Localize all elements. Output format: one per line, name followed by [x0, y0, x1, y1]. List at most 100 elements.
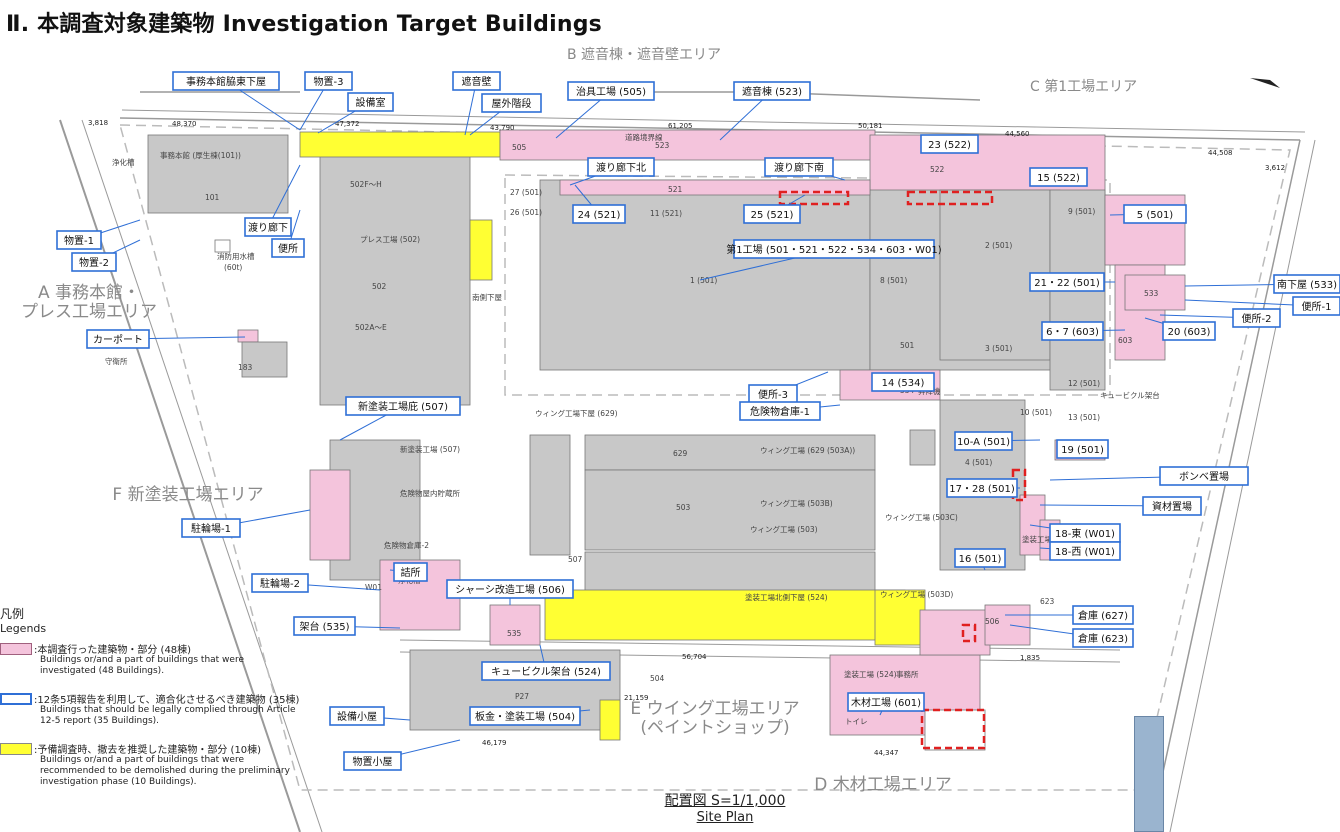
callout-box [251, 573, 309, 593]
callout-label: 詰所 [401, 566, 421, 579]
callout-box [739, 401, 821, 421]
map-label: 507 [568, 555, 583, 564]
callout-label: 駐輪場-2 [260, 577, 300, 590]
dimension-label: 44,560 [1005, 130, 1030, 138]
map-label: 消防用水槽 [217, 251, 255, 261]
callout-box [345, 396, 461, 416]
callout-box [1029, 167, 1088, 187]
callout-label: 設備室 [356, 96, 386, 109]
callout-box [481, 93, 542, 113]
callout-label: 南下屋 (533) [1277, 278, 1337, 291]
callout-box [1159, 466, 1249, 486]
map-label: 南側下屋 [472, 292, 502, 302]
map-label: 535 [507, 629, 522, 638]
red-dashed-mark [906, 190, 994, 206]
callout-box [446, 579, 574, 599]
callout-label: 木材工場 (601) [851, 696, 921, 709]
dimension-label: 48,370 [172, 120, 197, 128]
callout-label: 20 (603) [1168, 327, 1211, 338]
map-label: 事務所 [896, 669, 919, 679]
callout-box [1123, 204, 1187, 224]
map-label: トイレ [845, 717, 868, 726]
legend-swatch-yellow [0, 743, 32, 755]
building-footprint [214, 239, 231, 253]
callout-box [871, 372, 935, 392]
zone-e-label: E ウイング工場エリア (ペイントショップ) [630, 699, 800, 738]
callout-box [1056, 439, 1109, 459]
callout-box [304, 71, 353, 91]
callout-box [847, 692, 925, 712]
map-label: 521 [668, 185, 683, 194]
callout-label: 19 (501) [1061, 445, 1104, 456]
legend: 凡例 Legends :本調査行った建築物・部分 (48棟) Buildings… [0, 605, 300, 787]
building-footprint [924, 709, 986, 751]
map-label: 13 (501) [1068, 413, 1100, 422]
map-label: 502 [372, 282, 387, 291]
caption-jp: 配置図 S=1/1,000 [664, 793, 786, 809]
dimension-label: 3,818 [88, 119, 108, 127]
callout-label: 5 (501) [1137, 210, 1174, 221]
callout-label: 板金・塗装工場 (504) [475, 710, 575, 723]
callout-box [1049, 541, 1121, 561]
map-label: 4 (501) [965, 458, 992, 467]
plan-caption: 配置図 S=1/1,000 Site Plan [640, 790, 810, 825]
map-label: 道路境界線 [625, 132, 663, 142]
callout-label: 24 (521) [578, 210, 621, 221]
callout-box [1292, 296, 1340, 316]
map-label: 事務本館 (厚生棟(101)) [160, 150, 241, 160]
callout-label: 物置小屋 [353, 755, 393, 768]
building-footprint [147, 134, 289, 214]
legend-item-en: Buildings or/and a part of buildings tha… [40, 655, 244, 676]
callout-label: 16 (501) [959, 554, 1002, 565]
building-footprint [599, 699, 621, 741]
dimension-label: 21,159 [624, 694, 649, 702]
callout-box [587, 157, 655, 177]
dimension-label: 1,835 [1020, 654, 1040, 662]
callout-box [86, 329, 150, 349]
callout-label: 21・22 (501) [1034, 278, 1100, 289]
callout-box [329, 706, 385, 726]
dimension-label: 46,179 [482, 739, 507, 747]
map-label: 629 [673, 449, 688, 458]
map-label: 11 (521) [650, 209, 682, 218]
map-label: 1 (501) [690, 276, 717, 285]
road-line [81, 119, 323, 832]
callout-label: 新塗装工場庇 (507) [358, 400, 448, 413]
map-label: 505 [512, 143, 527, 152]
map-label: 623 [1040, 597, 1055, 606]
dimension-label: 44,508 [1208, 149, 1233, 157]
callout-box [181, 518, 241, 538]
zone-b-label: B 遮音棟・遮音壁エリア [567, 47, 722, 63]
callout-label: 設備小屋 [337, 710, 377, 723]
callout-label: 便所-2 [1242, 312, 1272, 325]
callout-box [452, 71, 501, 91]
dimension-label: 47,372 [335, 120, 360, 128]
road-line [121, 109, 1306, 133]
dimension-label: 50,181 [858, 122, 883, 130]
callout-label: キュービクル架台 (524) [491, 665, 601, 678]
map-label: ウィング工場 (503C) [885, 512, 958, 522]
map-label: プレス工場 (502) [360, 234, 420, 244]
page-title: Ⅱ. 本調査対象建築物 Investigation Target Buildin… [6, 12, 602, 37]
callout-label: 便所 [278, 242, 298, 255]
callout-box [1072, 605, 1134, 625]
map-label: 503 [676, 503, 691, 512]
callout-label: 物置-1 [64, 234, 94, 247]
callout-box [393, 562, 428, 582]
callout-box [954, 431, 1013, 451]
map-label: 522 [930, 165, 945, 174]
callout-label: 14 (534) [882, 378, 925, 389]
callout-box [271, 238, 305, 258]
dimension-label: 61,205 [668, 122, 693, 130]
building-footprint [1124, 274, 1186, 311]
map-label: 533 [1144, 289, 1159, 298]
callout-label: 物置-3 [314, 75, 344, 88]
map-label: W01 [365, 583, 382, 592]
callout-box [733, 239, 935, 259]
callout-box [1273, 274, 1340, 294]
blue-bar-marker [1134, 716, 1164, 832]
building-footprint [559, 179, 871, 196]
callout-box [1072, 628, 1134, 648]
callout-box [293, 616, 356, 636]
callout-box [764, 157, 834, 177]
